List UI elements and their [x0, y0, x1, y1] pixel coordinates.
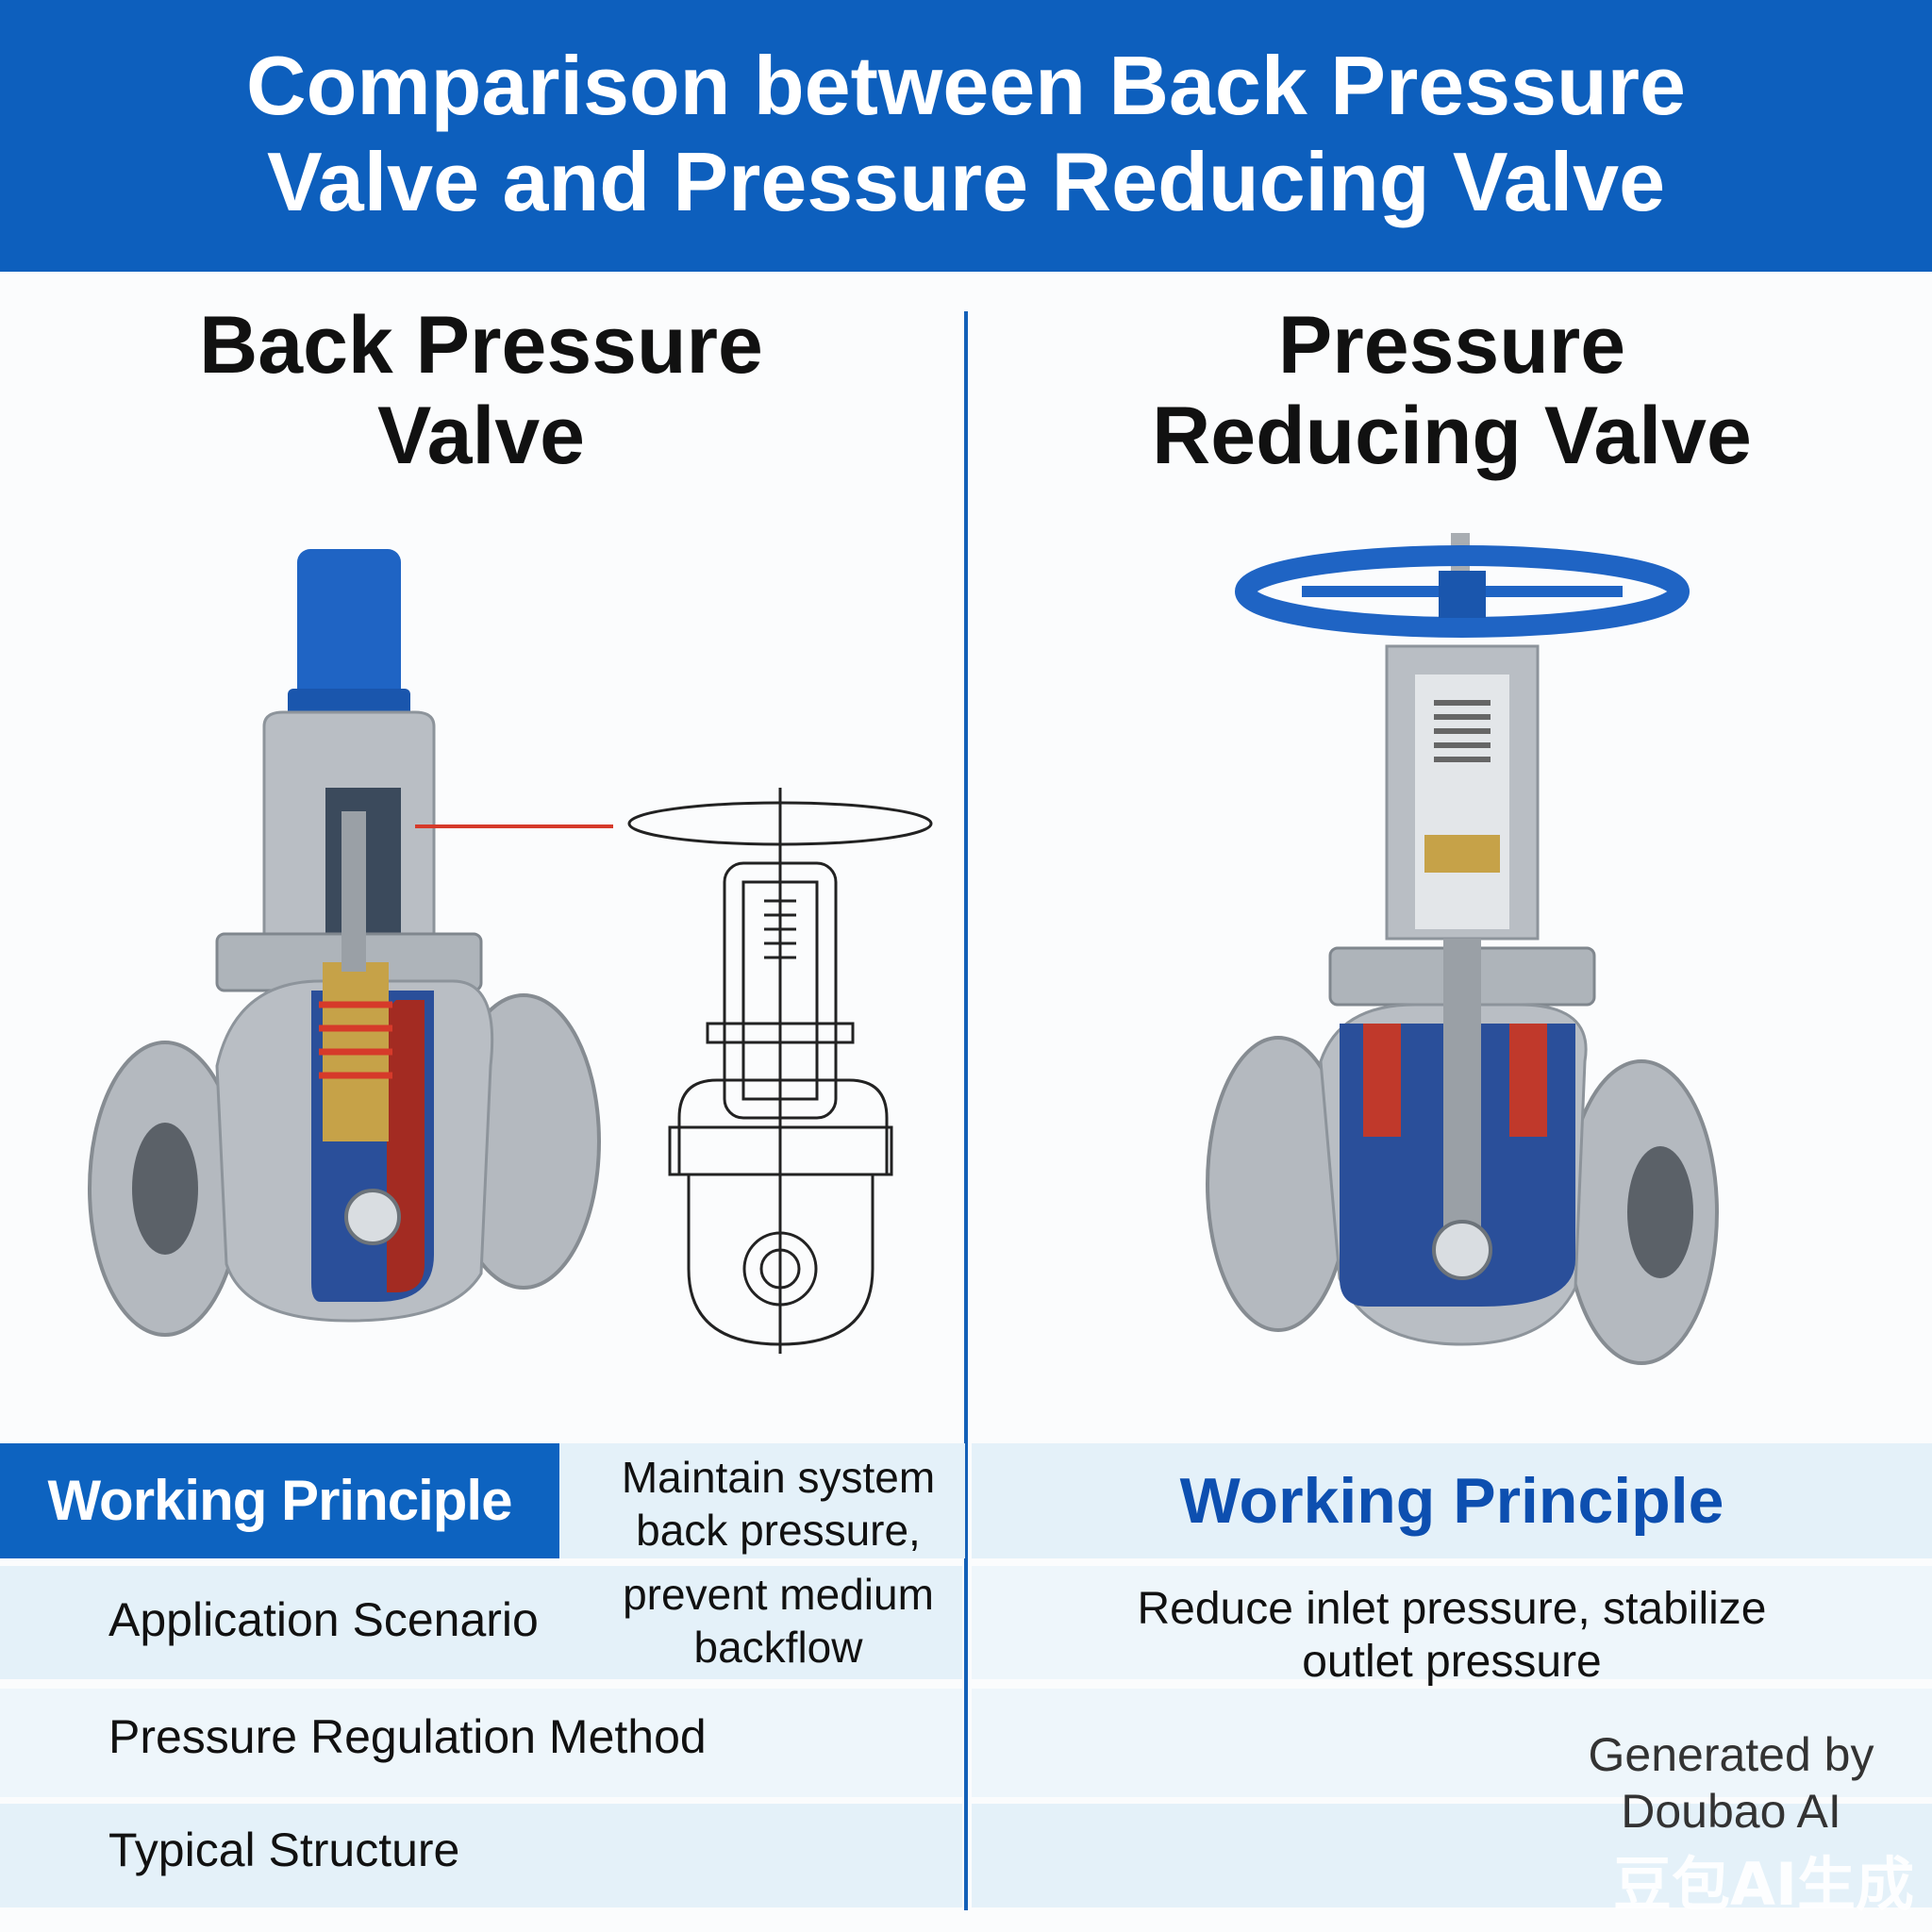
- left-row-4-bg: [0, 1804, 962, 1907]
- value-line: Reduce inlet pressure, stabilize: [1137, 1584, 1767, 1634]
- page-title: Comparison between Back Pressure Valve a…: [0, 38, 1932, 230]
- right-row-1-bg: [972, 1443, 1932, 1558]
- column-divider: [964, 311, 968, 1910]
- header-banner: [0, 0, 1932, 272]
- title-line-2: Valve and Pressure Reducing Valve: [266, 135, 1666, 228]
- row-label-working-principle: Working Principle: [0, 1443, 559, 1558]
- back-pressure-valve-heading: Back Pressure Valve: [0, 300, 962, 481]
- heading-line: Reducing Valve: [1152, 391, 1752, 481]
- heading-line: Back Pressure: [199, 300, 763, 391]
- value-line: backflow: [693, 1623, 863, 1672]
- value-line: Maintain system: [621, 1453, 936, 1502]
- pressure-reducing-valve-heading: Pressure Reducing Valve: [972, 300, 1932, 481]
- row-label-typical-structure: Typical Structure: [108, 1824, 460, 1876]
- back-pressure-working-principle-value: Maintain system back pressure, prevent m…: [596, 1451, 960, 1674]
- right-row-4-bg: [972, 1804, 1932, 1907]
- watermark-text: Generated by Doubao AI: [1566, 1726, 1896, 1840]
- row-label-application-scenario: Application Scenario: [108, 1593, 539, 1646]
- pressure-reducing-valve-image: [1206, 533, 1719, 1365]
- watermark-line: Doubao AI: [1621, 1785, 1841, 1838]
- back-pressure-valve-image: [88, 549, 601, 1337]
- value-line: prevent medium: [623, 1570, 934, 1619]
- title-line-1: Comparison between Back Pressure: [246, 39, 1686, 132]
- watermark-overlay: 豆包AI生成: [1613, 1850, 1915, 1919]
- right-working-principle-label: Working Principle: [1179, 1465, 1724, 1537]
- pointer-line: [415, 824, 613, 828]
- heading-line: Pressure: [1277, 300, 1626, 391]
- right-row-2-bg: [972, 1566, 1932, 1679]
- valve-schematic-drawing: [627, 788, 933, 1354]
- left-row-1-bg: [559, 1443, 965, 1558]
- left-row-2-bg: [0, 1566, 962, 1679]
- heading-line: Valve: [377, 391, 585, 481]
- pressure-reducing-working-principle-value: Reduce inlet pressure, stabilize outlet …: [972, 1583, 1932, 1689]
- watermark-line: Generated by: [1588, 1728, 1874, 1781]
- value-line: outlet pressure: [1302, 1637, 1602, 1687]
- right-row-3-bg: [972, 1689, 1932, 1797]
- row-label-pressure-regulation-method: Pressure Regulation Method: [108, 1710, 707, 1763]
- left-row-3-bg: [0, 1689, 962, 1797]
- value-line: back pressure,: [636, 1506, 921, 1555]
